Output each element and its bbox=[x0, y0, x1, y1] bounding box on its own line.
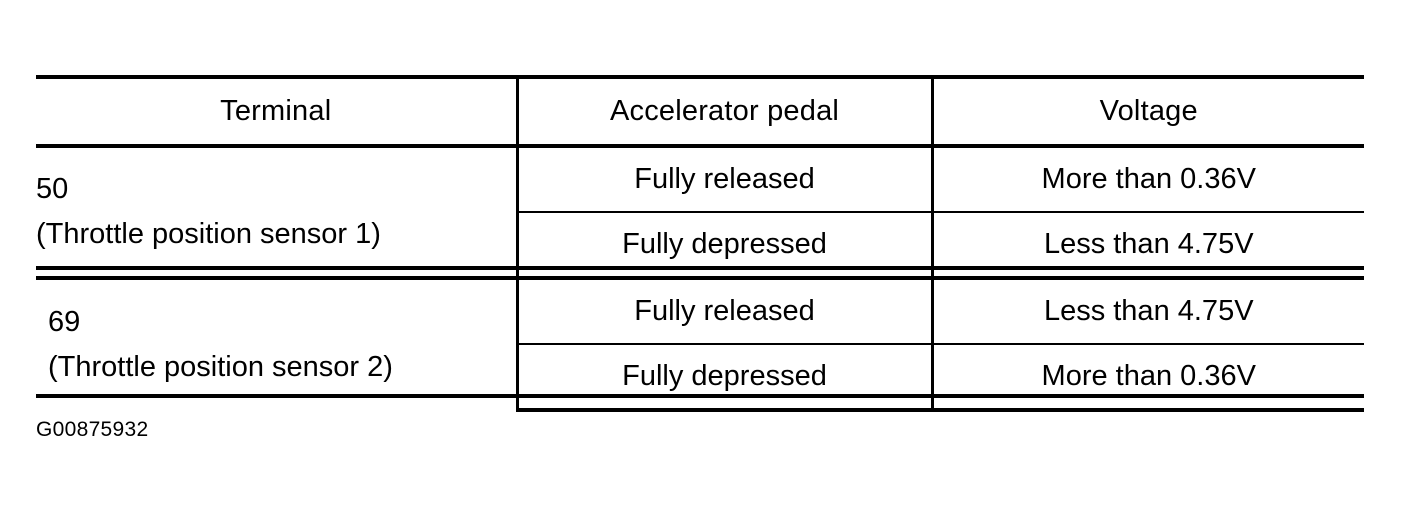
terminal-description: (Throttle position sensor 2) bbox=[48, 351, 393, 383]
pedal-state-cell: Fully released bbox=[515, 146, 932, 213]
table-header: Terminal Accelerator pedal Voltage bbox=[36, 75, 1364, 148]
table-group-divider-rule bbox=[36, 266, 1364, 270]
table-bottom-rule bbox=[36, 394, 1364, 398]
table-row: 50 (Throttle position sensor 1) Fully re… bbox=[36, 146, 1364, 278]
pedal-state-cell: Fully released bbox=[515, 276, 932, 345]
column-header-voltage: Voltage bbox=[930, 75, 1364, 148]
header-row: Terminal Accelerator pedal Voltage bbox=[36, 75, 1364, 148]
table-row: Fully depressed More than 0.36V bbox=[36, 344, 1364, 412]
voltage-value-cell: More than 0.36V bbox=[930, 344, 1364, 412]
column-header-terminal: Terminal bbox=[36, 75, 517, 148]
table-body: 50 (Throttle position sensor 1) Fully re… bbox=[36, 146, 1364, 412]
terminal-number: 69 bbox=[48, 306, 81, 339]
pedal-state-cell: Fully depressed bbox=[515, 344, 932, 412]
voltage-value-cell: Less than 4.75V bbox=[930, 276, 1364, 345]
table-row: 69 (Throttle position sensor 2) Fully re… bbox=[36, 276, 1364, 410]
voltage-value-cell: More than 0.36V bbox=[930, 146, 1364, 213]
terminal-number: 50 bbox=[36, 173, 69, 206]
terminal-voltage-table: Terminal Accelerator pedal Voltage 50 (T… bbox=[36, 75, 1364, 412]
terminal-description: (Throttle position sensor 1) bbox=[36, 218, 381, 250]
figure-caption: G00875932 bbox=[36, 418, 149, 441]
terminal-cell-group-2: 69 (Throttle position sensor 2) bbox=[36, 276, 517, 410]
terminal-cell-group-1: 50 (Throttle position sensor 1) bbox=[36, 146, 517, 278]
column-header-accelerator-pedal: Accelerator pedal bbox=[515, 75, 932, 148]
